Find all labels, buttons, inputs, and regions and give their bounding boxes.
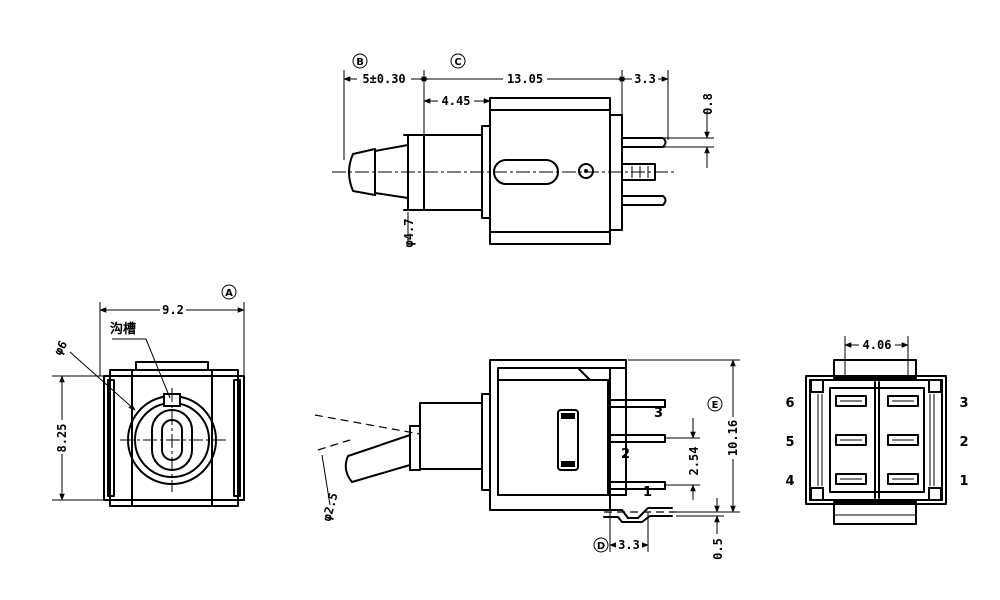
dim-body-length: 13.05 — [507, 72, 543, 86]
svg-text:C: C — [454, 57, 461, 68]
dim-bushing-length: 4.45 — [442, 94, 471, 108]
pin-grid — [835, 395, 919, 485]
pin-label-4: 4 — [785, 474, 794, 489]
front-view: A 9.2 8.25 沟槽 φ6 — [51, 284, 245, 507]
marker-a: A — [221, 284, 237, 300]
pin-label-3: 3 — [959, 396, 968, 411]
dim-thread-diameter: φ6 — [51, 338, 70, 358]
pin-label-1: 1 — [959, 474, 968, 489]
dim-pin-bend: 3.3 — [618, 538, 640, 552]
side-pin-1: 1 — [643, 485, 652, 500]
side-view: E 3 2 1 — [314, 359, 740, 560]
svg-text:E: E — [712, 400, 719, 411]
svg-text:B: B — [356, 57, 364, 68]
side-pin-2: 2 — [621, 447, 630, 462]
bottom-view: 4.06 — [785, 336, 969, 525]
marker-d: D — [593, 537, 609, 553]
dim-pin-pitch: 2.54 — [687, 447, 701, 476]
dim-shaft-offset: 5±0.30 — [362, 72, 405, 86]
marker-b: B — [352, 53, 368, 69]
dim-body-width: 9.2 — [162, 303, 184, 317]
side-pin-3: 3 — [654, 406, 663, 421]
dim-pin-length-top: 3.3 — [634, 72, 656, 86]
svg-text:A: A — [225, 288, 233, 299]
pin-label-5: 5 — [785, 435, 794, 450]
dim-body-height: 8.25 — [55, 424, 69, 453]
dim-shaft-diameter: φ4.7 — [402, 219, 416, 248]
svg-text:D: D — [597, 541, 605, 552]
dim-pin-spacing: 4.06 — [863, 338, 892, 352]
pin-label-2: 2 — [959, 435, 968, 450]
top-view: B C 5±0.30 13.05 3.3 4.45 0.8 — [332, 53, 715, 248]
dim-pin-width: 0.8 — [701, 93, 715, 115]
marker-c: C — [450, 53, 466, 69]
dim-overall-height: 10.16 — [726, 420, 740, 456]
pin-label-6: 6 — [785, 396, 794, 411]
dim-tip-diameter: φ2.5 — [320, 491, 341, 523]
dim-pin-thickness: 0.5 — [711, 538, 725, 560]
groove-label: 沟槽 — [110, 321, 136, 337]
marker-e: E — [707, 396, 723, 412]
